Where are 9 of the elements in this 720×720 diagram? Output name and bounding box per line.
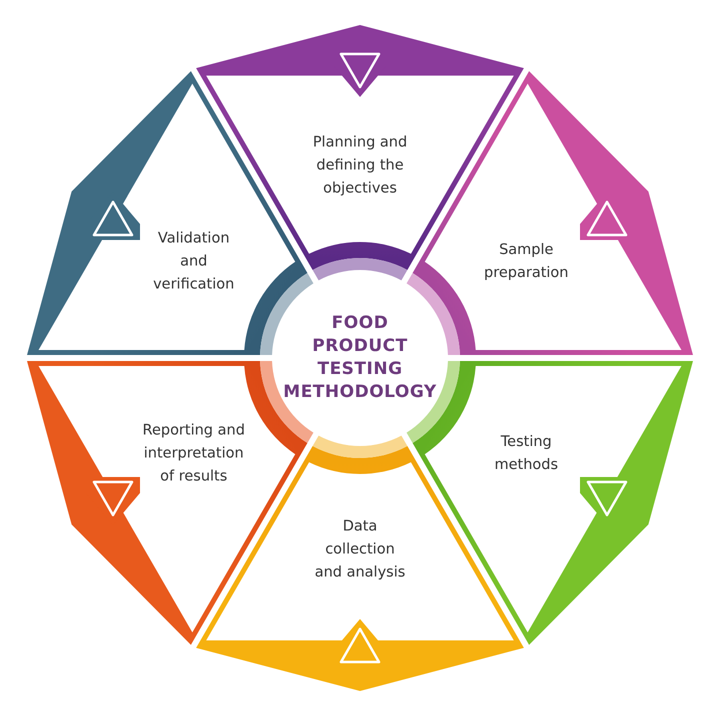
segment-label: Testing methods xyxy=(493,433,560,475)
segment-label: Planning and defining the objectives xyxy=(312,134,408,198)
segment-label: Sample preparation xyxy=(483,241,570,283)
segment-label: Reporting and interpretation of results xyxy=(142,422,246,486)
segment-label: Data collection and analysis xyxy=(314,518,406,582)
cycle-segment xyxy=(410,71,693,358)
center-label: FOOD PRODUCT TESTING METHODOLOGY xyxy=(283,312,437,404)
segment-label: Validation and verification xyxy=(152,230,236,294)
cycle-segment xyxy=(27,71,310,358)
